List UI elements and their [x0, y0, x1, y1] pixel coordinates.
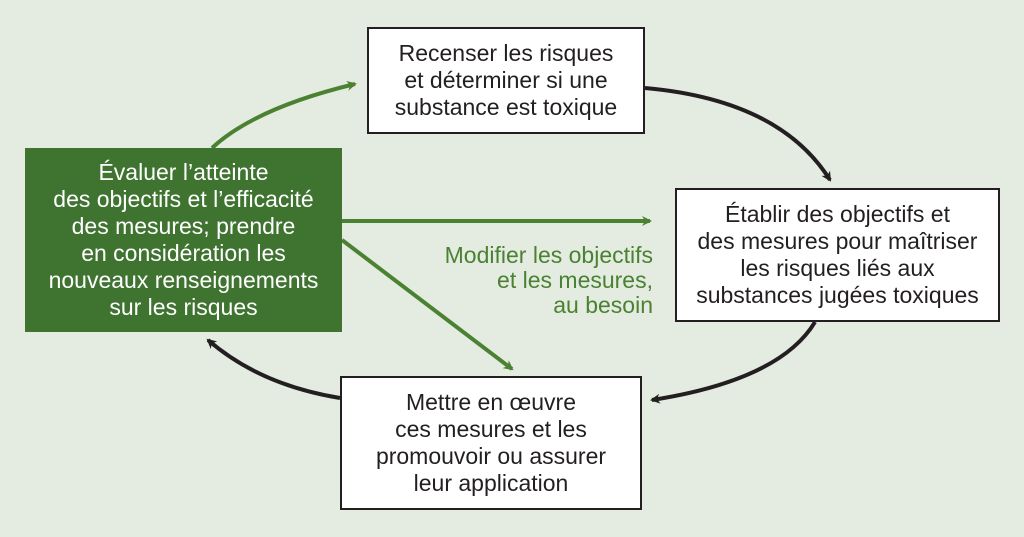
- arrow-identify-to-objectives: [644, 86, 832, 182]
- step-identify-risks: Recenser les risques et déterminer si un…: [367, 27, 645, 134]
- arrow-evaluate-to-identify: [210, 81, 357, 150]
- step-set-objectives: Établir des objectifs et des mesures pou…: [675, 188, 1000, 322]
- arrow-implement-to-evaluate: [206, 338, 341, 400]
- arrow-evaluate-to-implement: [340, 238, 514, 371]
- modify-objectives-label: Modifier les objectifs et les mesures, a…: [444, 242, 653, 318]
- step-evaluate-progress: Évaluer l’atteinte des objectifs et l’ef…: [25, 148, 342, 332]
- step-implement-measures: Mettre en œuvre ces mesures et les promo…: [340, 376, 642, 510]
- arrow-objectives-to-implement: [650, 320, 817, 404]
